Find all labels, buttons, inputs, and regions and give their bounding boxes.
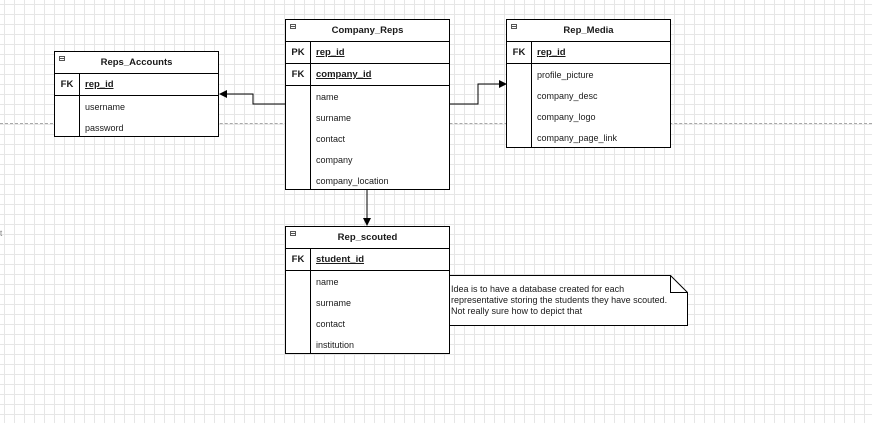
note-line: representative storing the students they… — [451, 295, 668, 305]
key-type: PK — [286, 42, 311, 63]
note-text: Idea is to have a database created for e… — [451, 284, 687, 317]
field-label: username — [85, 101, 126, 112]
key-row[interactable]: FK rep_id — [507, 42, 670, 64]
rep-scouted-table[interactable]: Rep_scouted FK student_id name surname c… — [285, 226, 450, 354]
field-row[interactable]: company_page_link — [507, 127, 670, 148]
field-row[interactable]: profile_picture — [507, 64, 670, 85]
table-title: Rep_scouted — [337, 232, 398, 243]
field-label: company — [316, 154, 353, 165]
field-row[interactable]: surname — [286, 292, 449, 313]
company-reps-table[interactable]: Company_Reps PK rep_id FK company_id nam… — [285, 19, 450, 190]
field-label: contact — [316, 133, 346, 144]
key-column — [286, 85, 311, 189]
field-label: surname — [316, 297, 352, 308]
field-label: surname — [316, 112, 352, 123]
field-row[interactable]: company — [286, 149, 449, 170]
field-label: institution — [316, 339, 355, 350]
key-row[interactable]: FK company_id — [286, 64, 449, 86]
key-type: FK — [55, 74, 80, 95]
key-field: company_id — [316, 69, 372, 80]
collapse-icon[interactable] — [59, 56, 65, 61]
collapse-icon[interactable] — [511, 24, 517, 29]
field-row[interactable]: username — [55, 96, 218, 117]
field-label: name — [316, 91, 339, 102]
key-column — [286, 270, 311, 353]
key-field: rep_id — [316, 47, 345, 58]
key-row[interactable]: PK rep_id — [286, 42, 449, 64]
key-column — [507, 63, 532, 147]
collapse-icon[interactable] — [290, 24, 296, 29]
note-shape[interactable]: Idea is to have a database created for e… — [449, 275, 689, 326]
key-type: FK — [507, 42, 532, 63]
table-title: Rep_Media — [563, 25, 614, 36]
reps-accounts-table[interactable]: Reps_Accounts FK rep_id username passwor… — [54, 51, 219, 137]
rep-media-table[interactable]: Rep_Media FK rep_id profile_picture comp… — [506, 19, 671, 148]
field-label: company_page_link — [537, 132, 618, 143]
key-field: rep_id — [537, 47, 566, 58]
table-header[interactable]: Company_Reps — [286, 20, 449, 42]
collapse-icon[interactable] — [290, 231, 296, 236]
table-title: Reps_Accounts — [100, 57, 173, 68]
connector-company-reps-to-reps-accounts[interactable] — [219, 90, 285, 105]
field-row[interactable]: company_location — [286, 170, 449, 191]
key-row[interactable]: FK rep_id — [55, 74, 218, 96]
table-header[interactable]: Reps_Accounts — [55, 52, 218, 74]
field-row[interactable]: name — [286, 271, 449, 292]
note-line: Idea is to have a database created for e… — [451, 284, 625, 294]
field-label: company_location — [316, 175, 389, 186]
field-row[interactable]: contact — [286, 313, 449, 334]
note-line: Not really sure how to depict that — [451, 306, 583, 316]
key-column — [55, 95, 80, 136]
field-row[interactable]: company_logo — [507, 106, 670, 127]
key-field: student_id — [316, 254, 365, 265]
field-label: company_desc — [537, 90, 598, 101]
table-header[interactable]: Rep_Media — [507, 20, 670, 42]
canvas-edge-mark: t — [0, 229, 3, 238]
field-row[interactable]: company_desc — [507, 85, 670, 106]
field-row[interactable]: password — [55, 117, 218, 138]
key-row[interactable]: FK student_id — [286, 249, 449, 271]
field-label: company_logo — [537, 111, 596, 122]
field-label: contact — [316, 318, 346, 329]
key-type: FK — [286, 64, 311, 85]
field-row[interactable]: name — [286, 86, 449, 107]
field-row[interactable]: institution — [286, 334, 449, 355]
note-outline — [449, 275, 688, 326]
field-label: profile_picture — [537, 69, 594, 80]
key-type: FK — [286, 249, 311, 270]
table-header[interactable]: Rep_scouted — [286, 227, 449, 249]
field-label: name — [316, 276, 339, 287]
field-row[interactable]: surname — [286, 107, 449, 128]
table-title: Company_Reps — [331, 25, 404, 36]
key-field: rep_id — [85, 79, 114, 90]
field-row[interactable]: contact — [286, 128, 449, 149]
field-label: password — [85, 122, 124, 133]
connector-company-reps-to-rep-media[interactable] — [449, 80, 507, 105]
